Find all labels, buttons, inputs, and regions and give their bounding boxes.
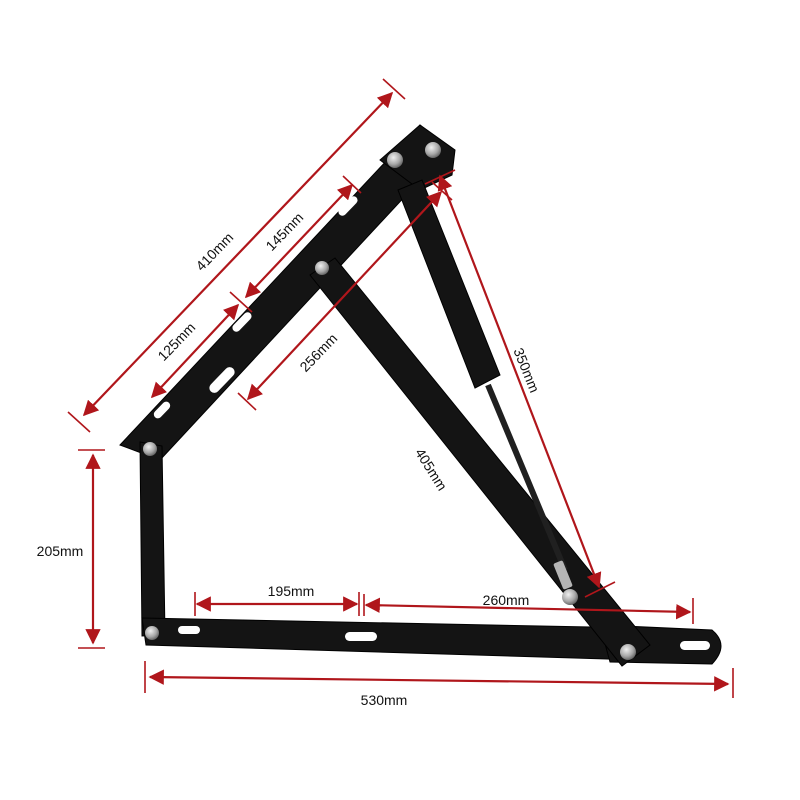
top-frame-arm	[119, 124, 449, 461]
label-256: 256mm	[296, 330, 340, 375]
label-530: 530mm	[361, 692, 408, 708]
dim-410-ext	[382, 78, 406, 100]
dim-256-line	[246, 190, 443, 401]
mechanism	[119, 124, 722, 667]
base-slot	[178, 626, 200, 634]
dim-145-ext	[342, 175, 362, 194]
bolt	[425, 142, 441, 158]
bolt	[315, 261, 329, 275]
dim-125-line	[150, 303, 240, 399]
label-145: 145mm	[262, 209, 306, 254]
vertical-link	[139, 441, 166, 637]
label-410: 410mm	[192, 229, 236, 274]
label-195: 195mm	[268, 583, 315, 599]
label-125: 125mm	[154, 319, 198, 364]
base-slot	[345, 632, 377, 641]
label-405: 405mm	[412, 445, 450, 493]
label-205: 205mm	[37, 543, 84, 559]
base-slot	[680, 641, 710, 650]
dim-410-ext	[67, 411, 91, 433]
bolt	[143, 442, 157, 456]
dim-260-line	[364, 597, 692, 620]
base-bar	[141, 617, 641, 661]
bolt	[387, 152, 403, 168]
dimension-lines	[67, 78, 734, 698]
dim-256-ext	[237, 392, 257, 411]
dim-350-line	[437, 174, 602, 589]
dim-350-ext	[584, 581, 616, 598]
bolt	[620, 644, 636, 660]
dim-350-ext	[424, 169, 456, 185]
label-260: 260mm	[483, 592, 530, 608]
bolt	[145, 626, 159, 640]
dim-410-line	[82, 91, 394, 417]
dim-530-line	[148, 669, 730, 692]
bolt	[562, 589, 578, 605]
diagonal-lift-arm	[309, 257, 651, 667]
